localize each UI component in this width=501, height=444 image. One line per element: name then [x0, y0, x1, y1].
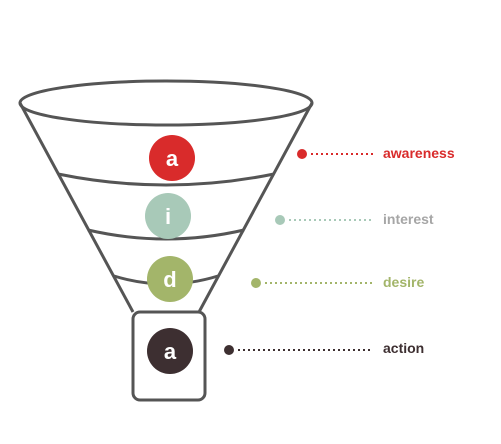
- stage-circle-interest: [145, 193, 191, 239]
- stage-desire: d desire: [147, 256, 424, 302]
- stage-letter-desire: d: [163, 267, 176, 292]
- stage-letter-action: a: [164, 339, 177, 364]
- stage-label-action: action: [383, 340, 424, 356]
- stage-letter-awareness: a: [166, 146, 179, 171]
- funnel-outline: [18, 79, 314, 402]
- stage-circle-action: [147, 328, 193, 374]
- stage-circle-awareness: [149, 135, 195, 181]
- stage-circle-desire: [147, 256, 193, 302]
- leader-dot-interest: [275, 215, 285, 225]
- stage-label-interest: interest: [383, 211, 434, 227]
- stage-awareness: a awareness: [149, 135, 455, 181]
- funnel-divider-1: [57, 172, 275, 187]
- leader-dot-awareness: [297, 149, 307, 159]
- stage-label-awareness: awareness: [383, 145, 455, 161]
- funnel-spout: [131, 310, 207, 402]
- leader-dot-desire: [251, 278, 261, 288]
- funnel-divider-2: [87, 228, 245, 241]
- funnel-rim: [18, 79, 314, 127]
- stage-letter-interest: i: [165, 204, 171, 229]
- funnel-wall-left: [18, 102, 135, 313]
- leader-dot-action: [224, 345, 234, 355]
- stage-interest: i interest: [145, 193, 434, 239]
- stage-action: a action: [147, 328, 424, 374]
- stage-label-desire: desire: [383, 274, 424, 290]
